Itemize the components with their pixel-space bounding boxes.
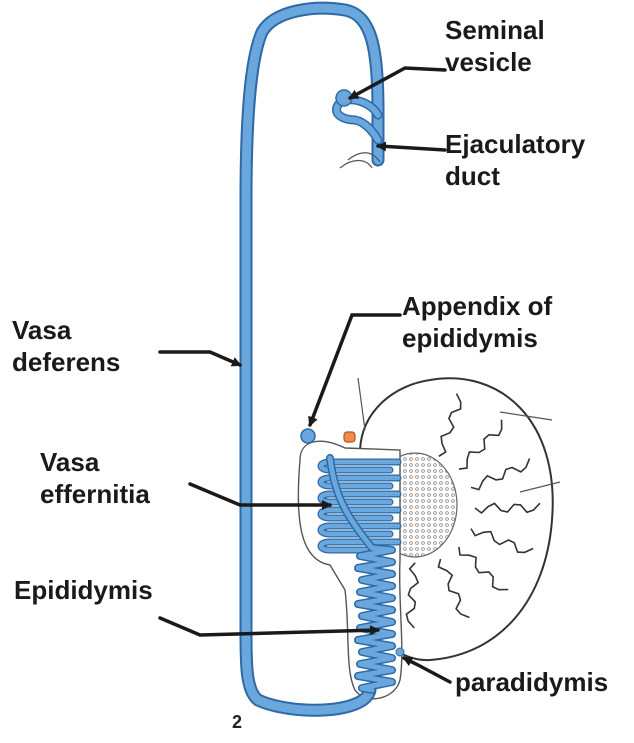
label-epididymis: Epididymis (14, 574, 153, 606)
label-seminal-vesicle-line1: Seminal (445, 14, 545, 46)
label-ejaculatory-duct-line1: Ejaculatory (445, 128, 585, 160)
appendix-of-epididymis-blob (301, 429, 315, 443)
page-mark: 2 (232, 712, 242, 733)
label-appendix-line2: epididymis (402, 322, 552, 354)
label-seminal-vesicle: Seminal vesicle (445, 14, 545, 78)
label-vasa-effernitia: Vasa effernitia (40, 446, 150, 510)
label-appendix-line1: Appendix of (402, 290, 552, 322)
leader-ejaculatory-duct (378, 146, 445, 150)
label-vasa-deferens-line2: deferens (12, 346, 120, 378)
label-ejaculatory-duct-line2: duct (445, 160, 585, 192)
leader-paradidymis (404, 658, 450, 682)
label-ejaculatory-duct: Ejaculatory duct (445, 128, 585, 192)
leader-epididymis (160, 618, 378, 635)
label-appendix-of-epididymis: Appendix of epididymis (402, 290, 552, 354)
leader-seminal-vesicle (350, 68, 445, 98)
label-seminal-vesicle-line2: vesicle (445, 46, 545, 78)
label-vasa-effernitia-line2: effernitia (40, 478, 150, 510)
label-paradidymis: paradidymis (455, 666, 608, 698)
appendix-of-testis-blob (344, 432, 355, 442)
leader-vasa-deferens (160, 352, 240, 365)
label-vasa-deferens: Vasa deferens (12, 314, 120, 378)
label-vasa-effernitia-line1: Vasa (40, 446, 150, 478)
paradidymis-blob (396, 648, 404, 656)
label-vasa-deferens-line1: Vasa (12, 314, 120, 346)
